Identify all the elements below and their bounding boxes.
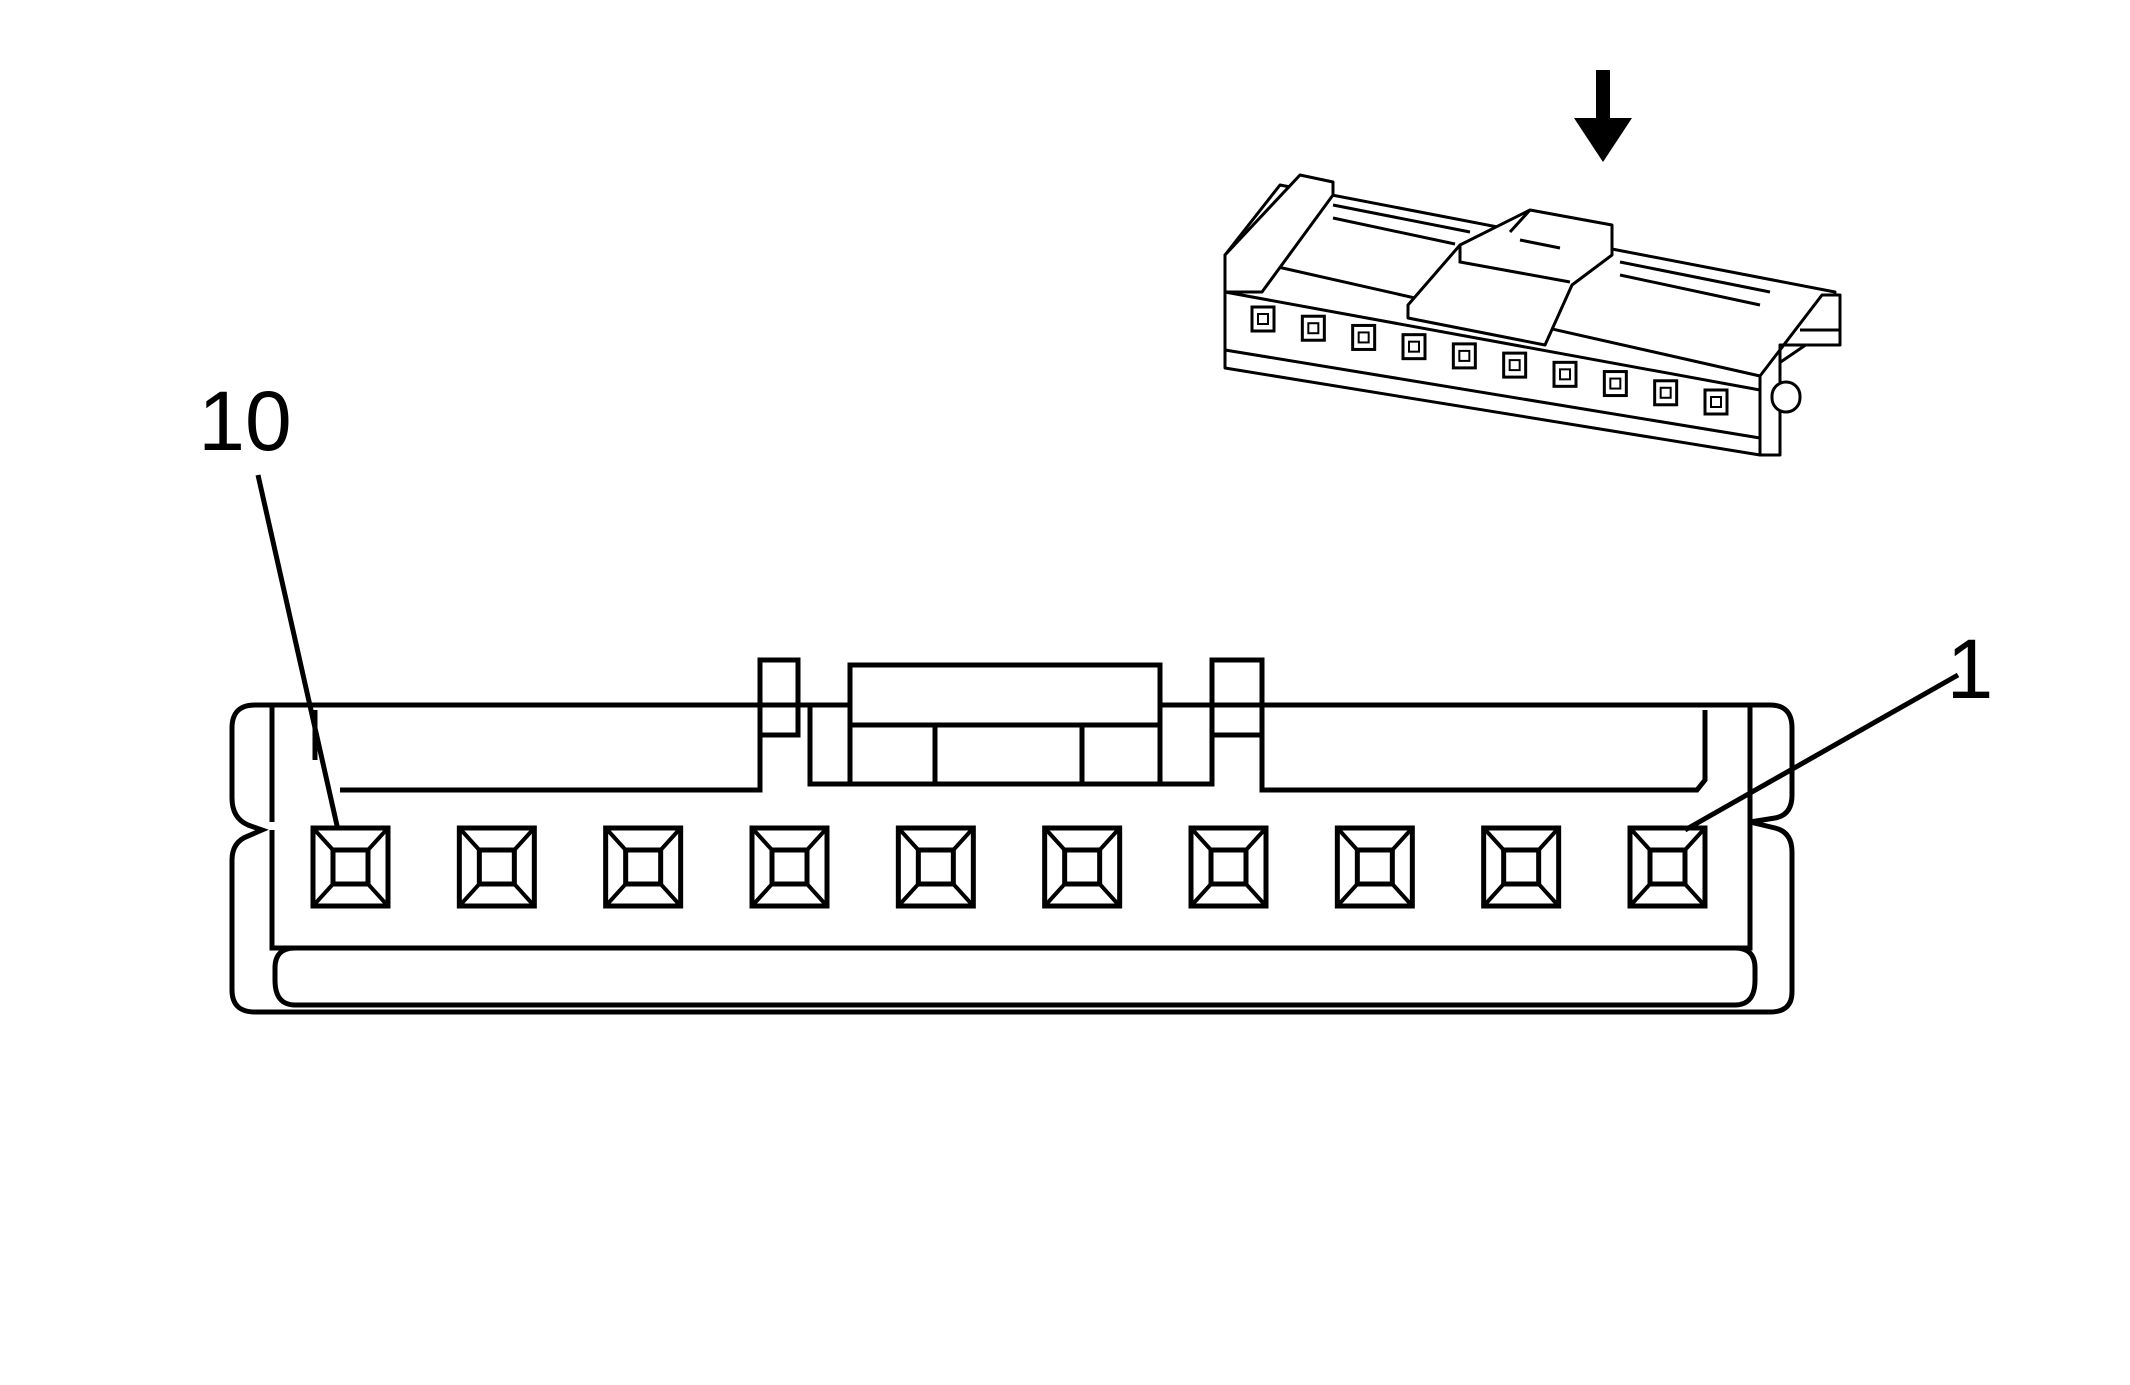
pin-cavity-6 <box>895 825 976 909</box>
pin-cavity-8 <box>603 825 684 909</box>
iso-cavity-row <box>1250 305 1729 416</box>
iso-cavity-4 <box>1552 360 1578 388</box>
pin-cavity-2 <box>1481 825 1562 909</box>
leader-line-pin-1 <box>1683 672 1960 833</box>
iso-center-latch <box>1406 208 1614 347</box>
iso-cavity-10 <box>1250 305 1276 333</box>
iso-cavity-6 <box>1451 342 1477 370</box>
pin-cavity-10 <box>310 825 391 909</box>
pin-cavity-3 <box>1334 825 1415 909</box>
connector-front-view <box>229 657 1795 1015</box>
iso-right-end <box>1758 293 1842 457</box>
label-pin-1: 1 <box>1947 622 1994 716</box>
connector-isometric-view <box>1223 173 1842 457</box>
iso-cavity-2 <box>1653 379 1679 407</box>
pin-cavity-9 <box>456 825 537 909</box>
connector-shell <box>229 702 1795 1015</box>
pin-cavity-row <box>310 825 1708 909</box>
pin-cavity-1 <box>1627 825 1708 909</box>
latch-post-right <box>1209 657 1265 708</box>
iso-cavity-5 <box>1502 351 1528 379</box>
iso-cavity-7 <box>1401 333 1427 361</box>
label-pin-10: 10 <box>198 374 291 468</box>
latch-post-left <box>757 657 801 708</box>
bottom-rail <box>272 945 1758 1008</box>
pin-cavity-7 <box>749 825 830 909</box>
iso-cavity-9 <box>1300 314 1326 342</box>
leader-line-pin-10 <box>255 474 341 831</box>
pin-cavity-5 <box>1042 825 1123 909</box>
pin-cavity-4 <box>1188 825 1269 909</box>
iso-cavity-1 <box>1703 388 1729 416</box>
iso-latch-ear <box>1770 380 1802 414</box>
iso-cavity-3 <box>1602 370 1628 398</box>
iso-cavity-8 <box>1351 323 1377 351</box>
down-arrow-icon <box>1574 70 1632 162</box>
